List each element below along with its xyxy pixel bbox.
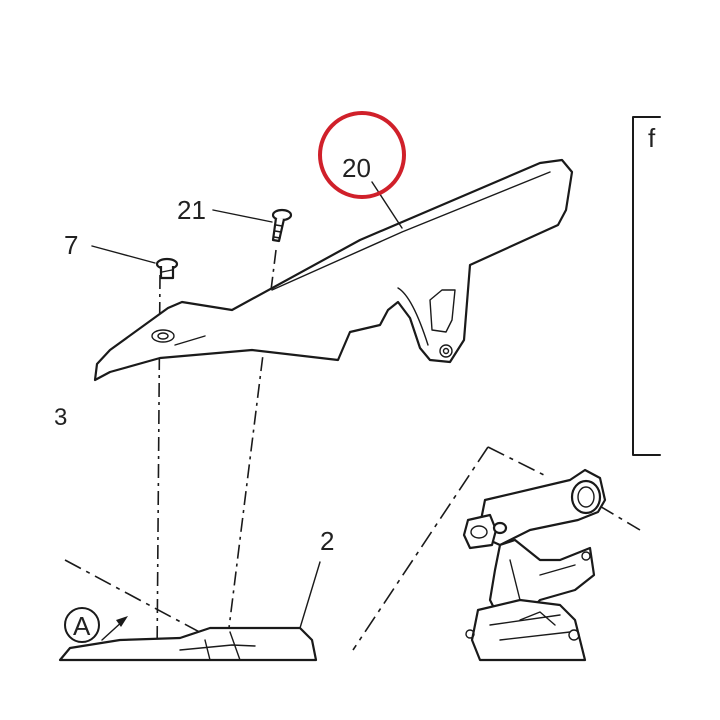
chain-guard-part-20 xyxy=(93,158,574,382)
partial-label-3: 3 xyxy=(54,404,67,431)
swingarm-detail xyxy=(462,468,607,662)
side-frame-bracket xyxy=(632,116,661,456)
screw-part-7 xyxy=(155,257,179,280)
callout-leader-lines xyxy=(91,181,403,629)
detail-view-box xyxy=(352,446,641,651)
frame-label-f: f xyxy=(648,123,656,153)
callout-21: 21 xyxy=(177,195,206,225)
callout-20: 20 xyxy=(342,153,371,183)
callout-2: 2 xyxy=(320,526,334,556)
screw-part-21 xyxy=(271,208,293,243)
callout-7: 7 xyxy=(64,230,78,260)
view-a-marker xyxy=(64,607,128,643)
highlight-circle xyxy=(318,111,406,199)
lower-bracket-part-2 xyxy=(58,626,318,662)
view-a-label: A xyxy=(73,611,91,641)
